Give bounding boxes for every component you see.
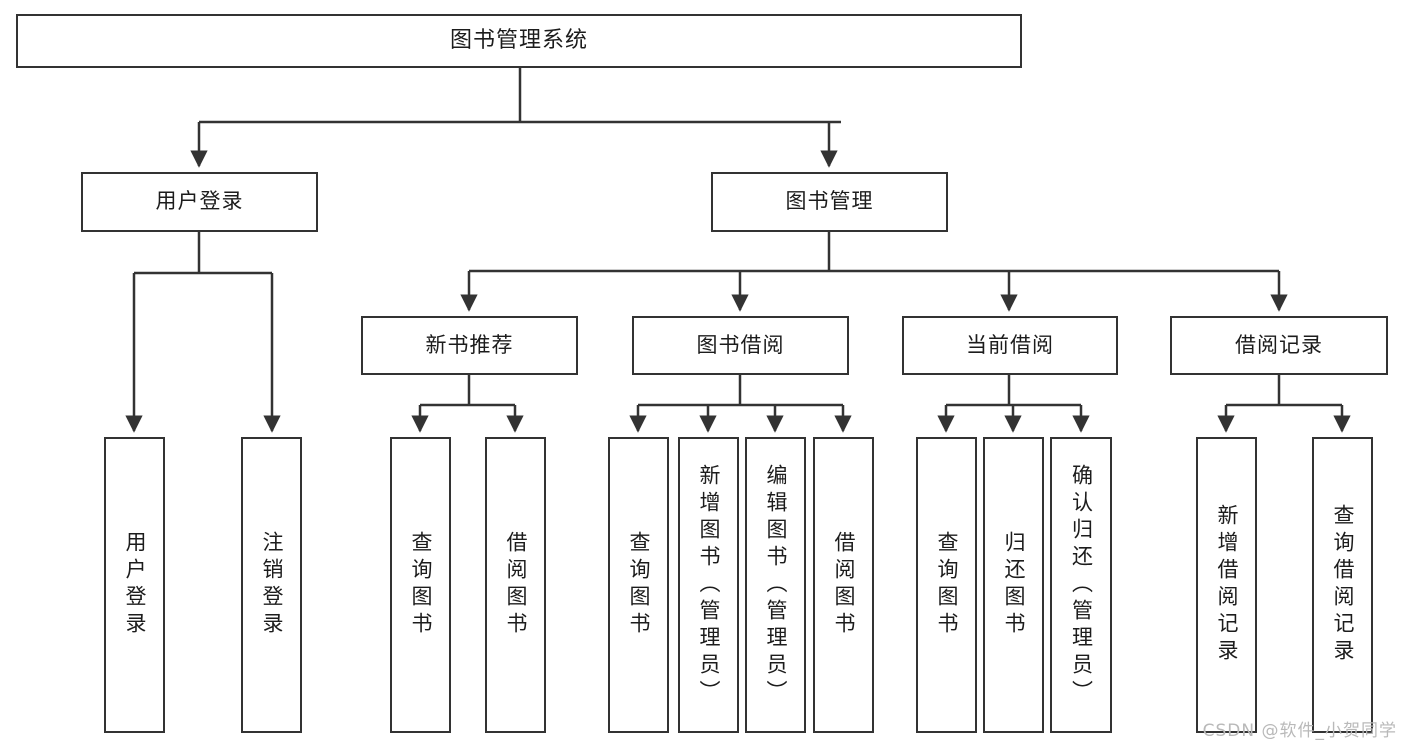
node-label: 查询图书 — [627, 531, 651, 639]
node-current-borrow[interactable]: 当前借阅 — [902, 316, 1118, 375]
node-book-borrow[interactable]: 图书借阅 — [632, 316, 849, 375]
node-label: 图书借阅 — [696, 332, 785, 357]
node-borrow-record[interactable]: 借阅记录 — [1170, 316, 1388, 375]
node-leaf-add-record[interactable]: 新增借阅记录 — [1196, 437, 1257, 733]
node-label: 查询图书 — [409, 531, 433, 639]
node-label: 当前借阅 — [966, 332, 1054, 357]
node-leaf-borrow-book-2[interactable]: 借阅图书 — [813, 437, 874, 733]
node-book-manage[interactable]: 图书管理 — [711, 172, 948, 232]
node-label: 借阅图书 — [832, 531, 856, 639]
node-label: 新增借阅记录 — [1215, 504, 1239, 666]
node-label: 编辑图书（管理员） — [764, 463, 788, 707]
node-label: 查询图书 — [935, 531, 959, 639]
node-leaf-confirm-return[interactable]: 确认归还（管理员） — [1050, 437, 1112, 733]
node-label: 图书管理系统 — [449, 27, 588, 53]
node-label: 归还图书 — [1002, 531, 1026, 639]
node-leaf-query-book-2[interactable]: 查询图书 — [608, 437, 669, 733]
node-label: 图书管理 — [785, 189, 874, 214]
node-label: 查询借阅记录 — [1331, 504, 1355, 666]
node-leaf-user-login[interactable]: 用户登录 — [104, 437, 165, 733]
node-leaf-query-record[interactable]: 查询借阅记录 — [1312, 437, 1373, 733]
node-label: 新书推荐 — [425, 332, 514, 357]
node-label: 确认归还（管理员） — [1069, 463, 1094, 707]
node-leaf-borrow-book-1[interactable]: 借阅图书 — [485, 437, 546, 733]
node-new-book-recommend[interactable]: 新书推荐 — [361, 316, 578, 375]
node-leaf-return-book[interactable]: 归还图书 — [983, 437, 1044, 733]
node-leaf-user-logout[interactable]: 注销登录 — [241, 437, 302, 733]
node-label: 注销登录 — [260, 531, 284, 639]
node-label: 借阅图书 — [504, 531, 528, 639]
csdn-watermark: CSDN @软件_小贺同学 — [1202, 721, 1397, 741]
node-label: 借阅记录 — [1235, 332, 1323, 357]
node-leaf-query-book-3[interactable]: 查询图书 — [916, 437, 977, 733]
node-leaf-add-book[interactable]: 新增图书（管理员） — [678, 437, 739, 733]
node-leaf-query-book-1[interactable]: 查询图书 — [390, 437, 451, 733]
node-label: 用户登录 — [155, 189, 244, 214]
node-leaf-edit-book[interactable]: 编辑图书（管理员） — [745, 437, 806, 733]
node-label: 用户登录 — [123, 531, 147, 639]
node-root-book-management-system[interactable]: 图书管理系统 — [16, 14, 1022, 68]
node-label: 新增图书（管理员） — [697, 463, 721, 707]
node-user-login[interactable]: 用户登录 — [81, 172, 318, 232]
